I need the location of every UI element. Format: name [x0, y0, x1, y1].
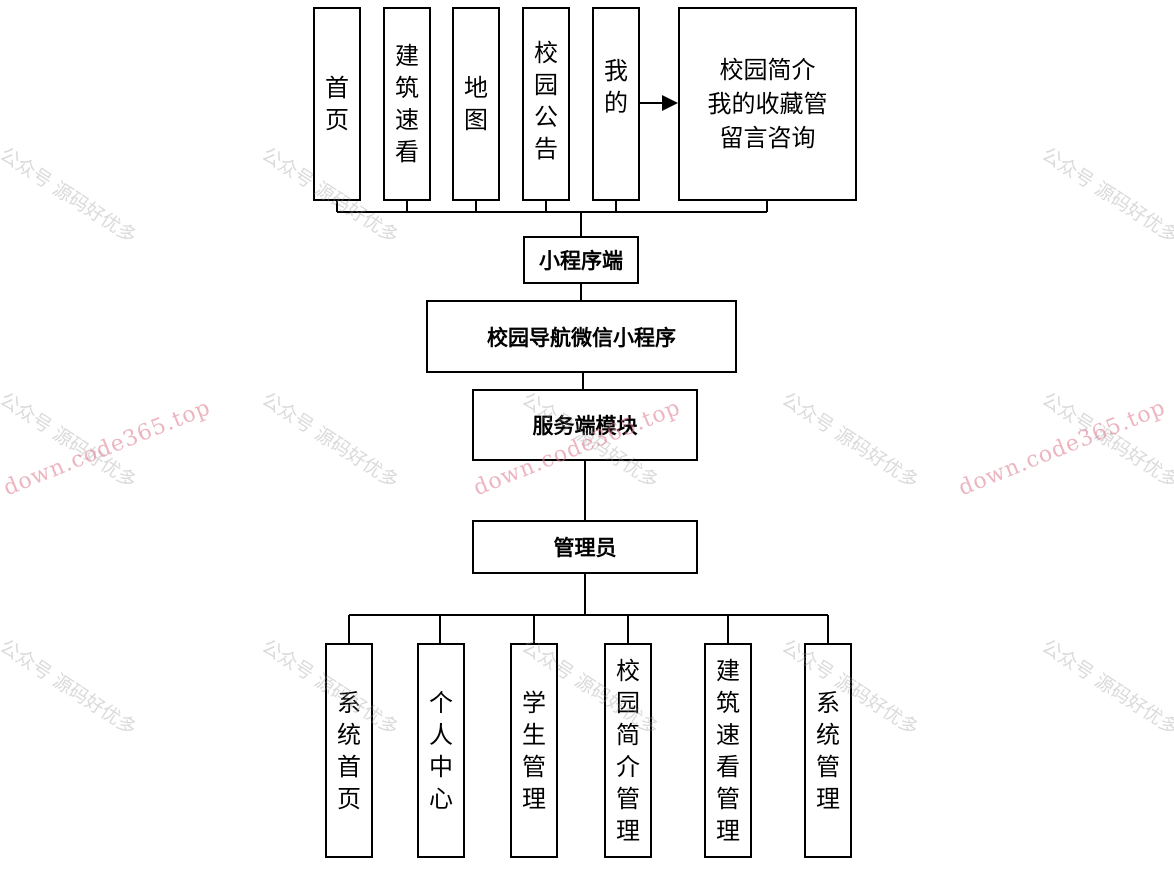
node-admin-campus-intro-management: 校园简介管理	[604, 643, 652, 858]
node-map-label: 地图	[464, 74, 488, 134]
submenu-campus-intro: 校园简介	[719, 56, 816, 84]
node-admin-student-management: 学生管理	[510, 643, 558, 858]
node-system: 校园导航微信小程序	[426, 300, 737, 373]
node-admin-personal-center-label: 个人中心	[429, 688, 453, 813]
node-map: 地图	[452, 7, 500, 201]
node-server-module-label: 服务端模块	[532, 414, 638, 438]
node-server-module: 服务端模块	[472, 389, 698, 461]
node-mine-label: 我的	[604, 57, 628, 117]
submenu-message-consult: 留言咨询	[719, 124, 816, 152]
node-building-quickview-label: 建筑速看	[395, 42, 419, 166]
node-admin-system-management-label: 系统管理	[816, 688, 840, 813]
node-admin-system-home: 系统首页	[325, 643, 373, 858]
node-admin-student-management-label: 学生管理	[522, 688, 546, 813]
node-admin: 管理员	[472, 520, 698, 574]
node-miniprogram-client-label: 小程序端	[539, 249, 623, 273]
node-admin-campus-intro-management-label: 校园简介管理	[616, 656, 640, 845]
submenu-my-favorites: 我的收藏管	[707, 90, 828, 118]
node-system-label: 校园导航微信小程序	[487, 325, 676, 350]
node-admin-label: 管理员	[553, 536, 617, 560]
node-campus-notice-label: 校园公告	[534, 39, 558, 163]
node-admin-system-management: 系统管理	[804, 643, 852, 858]
node-campus-notice: 校园公告	[522, 7, 570, 201]
node-mine-submenu: 校园简介 我的收藏管 留言咨询	[678, 7, 857, 201]
node-admin-building-quickview-management: 建筑速看管理	[704, 643, 752, 858]
node-building-quickview: 建筑速看	[383, 7, 431, 201]
node-admin-personal-center: 个人中心	[417, 643, 465, 858]
node-miniprogram-client: 小程序端	[523, 236, 639, 284]
node-mine: 我的	[592, 7, 640, 201]
node-home: 首页	[313, 7, 361, 201]
node-admin-system-home-label: 系统首页	[337, 688, 361, 813]
node-home-label: 首页	[325, 74, 349, 134]
node-admin-building-quickview-management-label: 建筑速看管理	[716, 656, 740, 845]
